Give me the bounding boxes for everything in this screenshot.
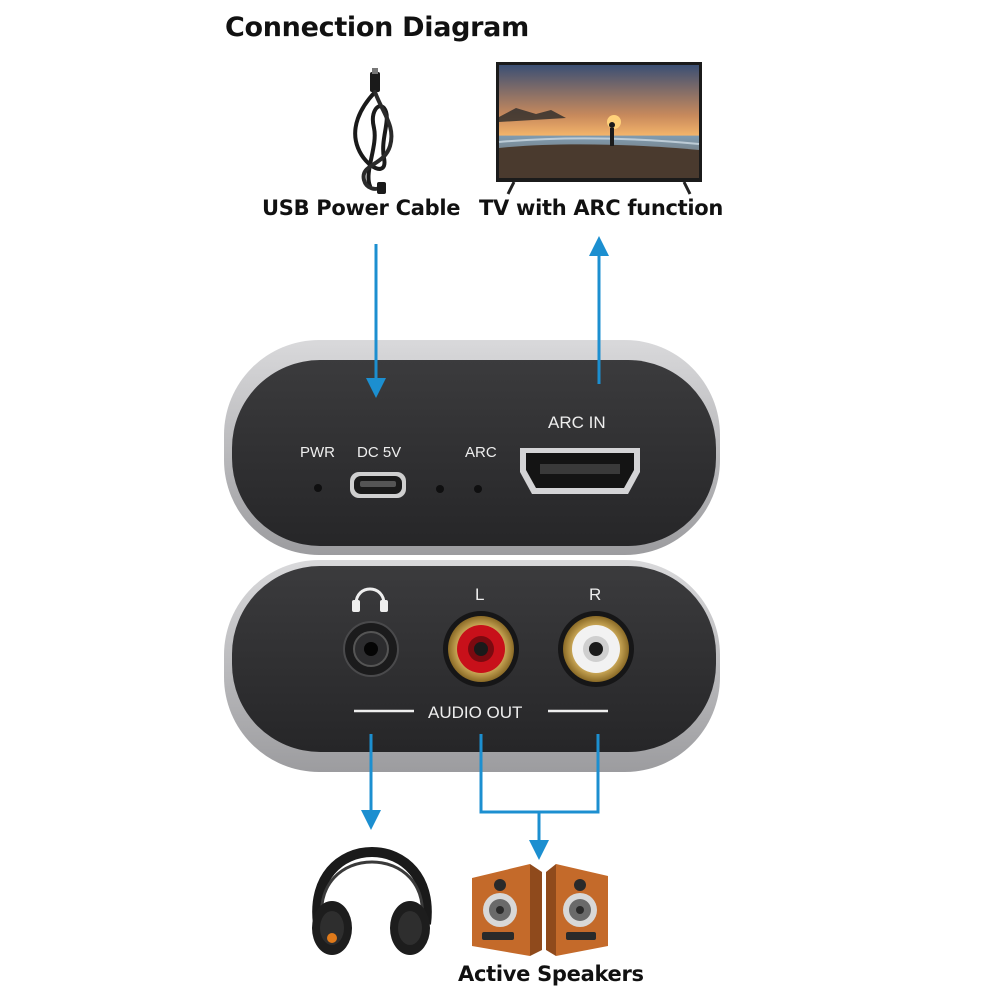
tv-arc-label: TV with ARC function <box>479 196 724 220</box>
arc-in-label: ARC IN <box>548 413 606 432</box>
rca-right-jack <box>558 611 634 687</box>
arc-label: ARC <box>465 444 497 461</box>
arrow-usb-to-device <box>366 244 386 398</box>
headphones-icon <box>312 846 432 955</box>
rca-right-label: R <box>589 585 601 604</box>
usb-power-cable-label: USB Power Cable <box>262 196 461 220</box>
arrow-jack-to-headphones <box>361 734 381 830</box>
diagram-title: Connection Diagram <box>225 12 529 43</box>
tv-icon <box>496 62 702 195</box>
usb-cable-icon <box>353 68 394 194</box>
rca-left-label: L <box>475 585 484 604</box>
arc-led <box>474 485 482 493</box>
arrow-rca-to-speakers <box>479 734 600 860</box>
device-top-face <box>232 360 716 546</box>
dc-5v-label: DC 5V <box>357 444 401 461</box>
pwr-label: PWR <box>300 444 335 461</box>
headphone-jack <box>343 621 399 677</box>
arrow-device-to-tv <box>589 236 609 384</box>
headphone-symbol-icon <box>352 587 388 612</box>
pwr-led <box>314 484 322 492</box>
rca-left-jack <box>443 611 519 687</box>
speakers-icon <box>472 864 608 956</box>
status-led-1 <box>436 485 444 493</box>
audio-out-label: AUDIO OUT <box>428 703 522 722</box>
active-speakers-label: Active Speakers <box>458 962 644 986</box>
